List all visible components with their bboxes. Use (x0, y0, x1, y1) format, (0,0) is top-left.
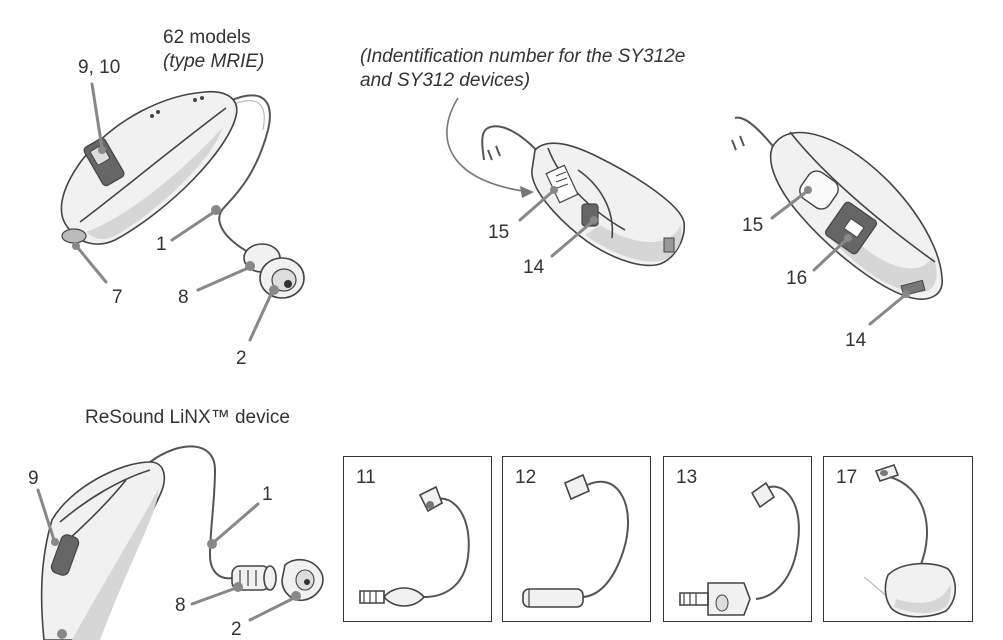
title-line-2: (type MRIE) (163, 50, 265, 72)
label-1-linx: 1 (262, 484, 273, 505)
box-number: 17 (836, 467, 858, 488)
label-14-mid: 14 (523, 257, 545, 278)
device-62-models-title: 62 models (type MRIE) (163, 26, 264, 74)
box-item-17: 17 (823, 456, 973, 622)
note-line-1: (Indentification number for the SY312e (360, 46, 686, 67)
label-15-mid: 15 (488, 222, 510, 243)
label-8: 8 (178, 287, 189, 308)
label-9-10: 9, 10 (78, 57, 121, 78)
label-15-right: 15 (742, 215, 764, 236)
resound-linx-title: ReSound LiNX™ device (85, 407, 290, 428)
identification-note: (Indentification number for the SY312e a… (360, 45, 685, 93)
label-1: 1 (156, 234, 167, 255)
label-16-right: 16 (786, 268, 808, 289)
box-number: 11 (356, 467, 376, 488)
label-8-linx: 8 (175, 595, 186, 616)
custom-earmold-17-drawing (863, 464, 957, 618)
title-line-1: 62 models (163, 27, 251, 48)
receiver-11-drawing (359, 485, 470, 607)
box-item-13: 13 (663, 456, 812, 622)
label-9-linx: 9 (28, 468, 39, 489)
label-14-right: 14 (845, 330, 867, 351)
label-2: 2 (236, 348, 247, 369)
box-number: 13 (676, 467, 698, 488)
box-item-12: 12 (502, 456, 651, 622)
label-2-linx: 2 (231, 619, 242, 640)
box-number: 12 (515, 467, 537, 488)
receiver-13-drawing (679, 481, 800, 616)
note-line-2: and SY312 devices) (360, 69, 531, 91)
label-7: 7 (112, 287, 123, 308)
receiver-12-drawing (522, 473, 629, 608)
box-item-11: 11 (343, 456, 492, 622)
